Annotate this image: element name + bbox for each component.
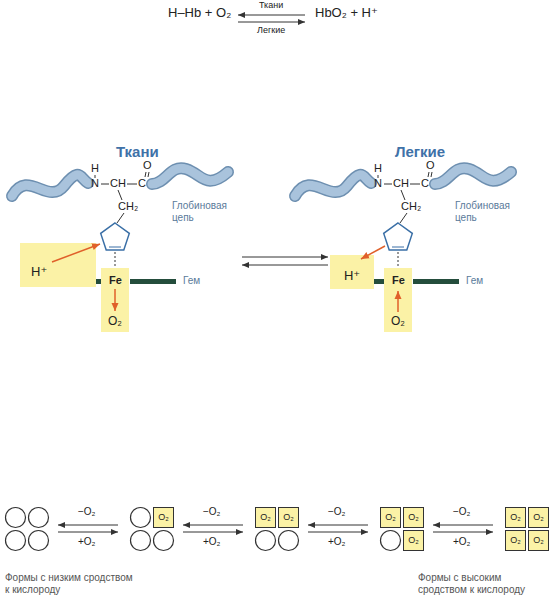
oxygen-subunit: O₂ (505, 530, 526, 551)
panel-title: Легкие (395, 143, 445, 160)
node-text: O₂ (108, 315, 122, 328)
part-name: Гем (183, 275, 200, 287)
atom-label: Fe (109, 274, 122, 287)
oxygen-subunit: O₂ (278, 507, 299, 528)
equation-side: H–Hb + O₂ (168, 6, 231, 21)
oxygen-subunit: O₂ (403, 507, 424, 528)
oxygen-subunit: O₂ (255, 507, 276, 528)
highlight-box: H⁺ (330, 255, 374, 289)
node-text: O₂ (510, 536, 521, 546)
atom-label: N (91, 177, 99, 190)
node-text: O₂ (408, 536, 419, 546)
node-text: H⁺ (344, 269, 360, 283)
node-text: O₂ (533, 536, 544, 546)
atom-label: O (426, 159, 435, 172)
caption: Формы с низким сродством к кислороду (5, 572, 135, 595)
part-name: Глобиновая цепь (172, 200, 238, 223)
direction-label: Ткани (259, 0, 283, 10)
reaction-label: +O₂ (203, 536, 221, 548)
oxygen-subunit: O₂ (505, 507, 526, 528)
atom-label: Fe (392, 274, 405, 287)
node-text: H⁺ (31, 265, 47, 279)
oxygen-subunit: O₂ (153, 507, 174, 528)
reaction-label: −O₂ (328, 506, 346, 518)
oxygen-subunit: O₂ (528, 530, 549, 551)
atom-label: C (138, 177, 146, 190)
node-text: O₂ (385, 513, 396, 523)
atom-label: CH₂ (401, 200, 421, 213)
node-text: O₂ (158, 513, 169, 523)
atom-label: CH (110, 177, 126, 190)
oxygen-subunit: O₂ (380, 507, 401, 528)
atom-label: CH₂ (118, 200, 138, 213)
reaction-label: +O₂ (78, 536, 96, 548)
oxygen-subunit: O₂ (528, 507, 549, 528)
node-text: O₂ (391, 315, 405, 328)
node-text: O₂ (260, 513, 271, 523)
caption: Формы с высоким сродством к кислороду (418, 572, 548, 595)
atom-label: H (374, 162, 382, 175)
equation-side: HbO₂ + H⁺ (315, 6, 378, 21)
reaction-label: −O₂ (203, 506, 221, 518)
node-text: O₂ (283, 513, 294, 523)
part-name: Глобиновая цепь (455, 200, 521, 223)
oxygen-subunit: O₂ (403, 530, 424, 551)
node-text: O₂ (408, 513, 419, 523)
reaction-label: +O₂ (328, 536, 346, 548)
atom-label: O (143, 159, 152, 172)
atom-label: H (91, 162, 99, 175)
reaction-label: −O₂ (453, 506, 471, 518)
reaction-label: +O₂ (453, 536, 471, 548)
atom-label: CH (393, 177, 409, 190)
direction-label: Легкие (257, 25, 285, 35)
node-text: O₂ (533, 513, 544, 523)
panel-title: Ткани (116, 143, 159, 160)
atom-label: C (421, 177, 429, 190)
highlight-box: H⁺ (20, 243, 96, 287)
part-name: Гем (466, 275, 483, 287)
atom-label: N (374, 177, 382, 190)
node-text: O₂ (510, 513, 521, 523)
reaction-label: −O₂ (78, 506, 96, 518)
